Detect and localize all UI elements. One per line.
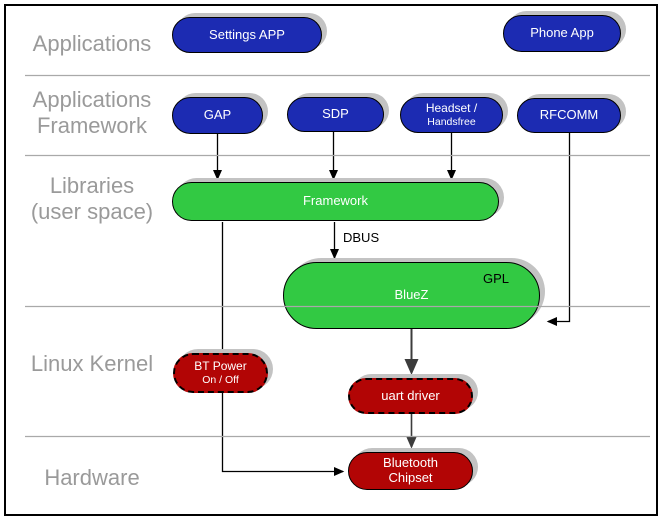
layer-label-line: Libraries (49, 173, 135, 198)
edge-rfcomm-to-bluez (546, 132, 571, 327)
node-bluetooth-chipset: Bluetooth Chipset (348, 452, 473, 490)
node-label: SDP (322, 106, 349, 122)
diagram-border (4, 4, 658, 516)
node-label: Phone App (530, 25, 594, 41)
node-label: Settings APP (209, 26, 285, 42)
layer-label-applications: Applications (12, 31, 172, 57)
node-label: Chipset (388, 470, 433, 485)
edge-framework-to-chipset (221, 222, 345, 477)
layer-label-linux-kernel: Linux Kernel (12, 351, 172, 377)
node-label: Headset / (425, 101, 478, 116)
layer-label-hardware: Hardware (12, 465, 172, 491)
layer-label-applications-framework: Applications Framework (12, 87, 172, 139)
node-label: Handsfree (427, 115, 476, 128)
node-label: BlueZ (394, 287, 429, 303)
layer-label-libraries: Libraries (user space) (12, 173, 172, 225)
node-label: Bluetooth (383, 455, 438, 471)
node-framework: Framework (172, 182, 499, 221)
node-headset-handsfree: Headset / Handsfree (400, 97, 503, 133)
layer-label-line: (user space) (30, 199, 154, 224)
node-sdp: SDP (287, 97, 384, 132)
node-bt-power: BT Power On / Off (173, 353, 268, 393)
node-bluez: GPL BlueZ (283, 262, 540, 329)
node-label: RFCOMM (539, 107, 599, 123)
layer-label-line: Hardware (44, 465, 140, 490)
gpl-badge: GPL (482, 271, 509, 286)
node-label: BT Power (194, 359, 247, 374)
layer-label-line: Applications (32, 87, 152, 112)
node-label: On / Off (202, 373, 239, 386)
node-rfcomm: RFCOMM (517, 98, 621, 133)
layer-label-line: Framework (36, 113, 147, 138)
node-phone-app: Phone App (503, 15, 621, 52)
node-uart-driver: uart driver (348, 378, 473, 414)
edge-label-dbus: DBUS (343, 230, 380, 245)
layer-label-line: Linux Kernel (30, 351, 154, 376)
node-label: uart driver (381, 387, 440, 403)
node-settings-app: Settings APP (172, 17, 322, 53)
layer-label-line: Applications (32, 31, 152, 56)
node-label: Framework (302, 193, 368, 209)
node-label: GAP (203, 107, 232, 123)
node-gap: GAP (172, 97, 263, 134)
